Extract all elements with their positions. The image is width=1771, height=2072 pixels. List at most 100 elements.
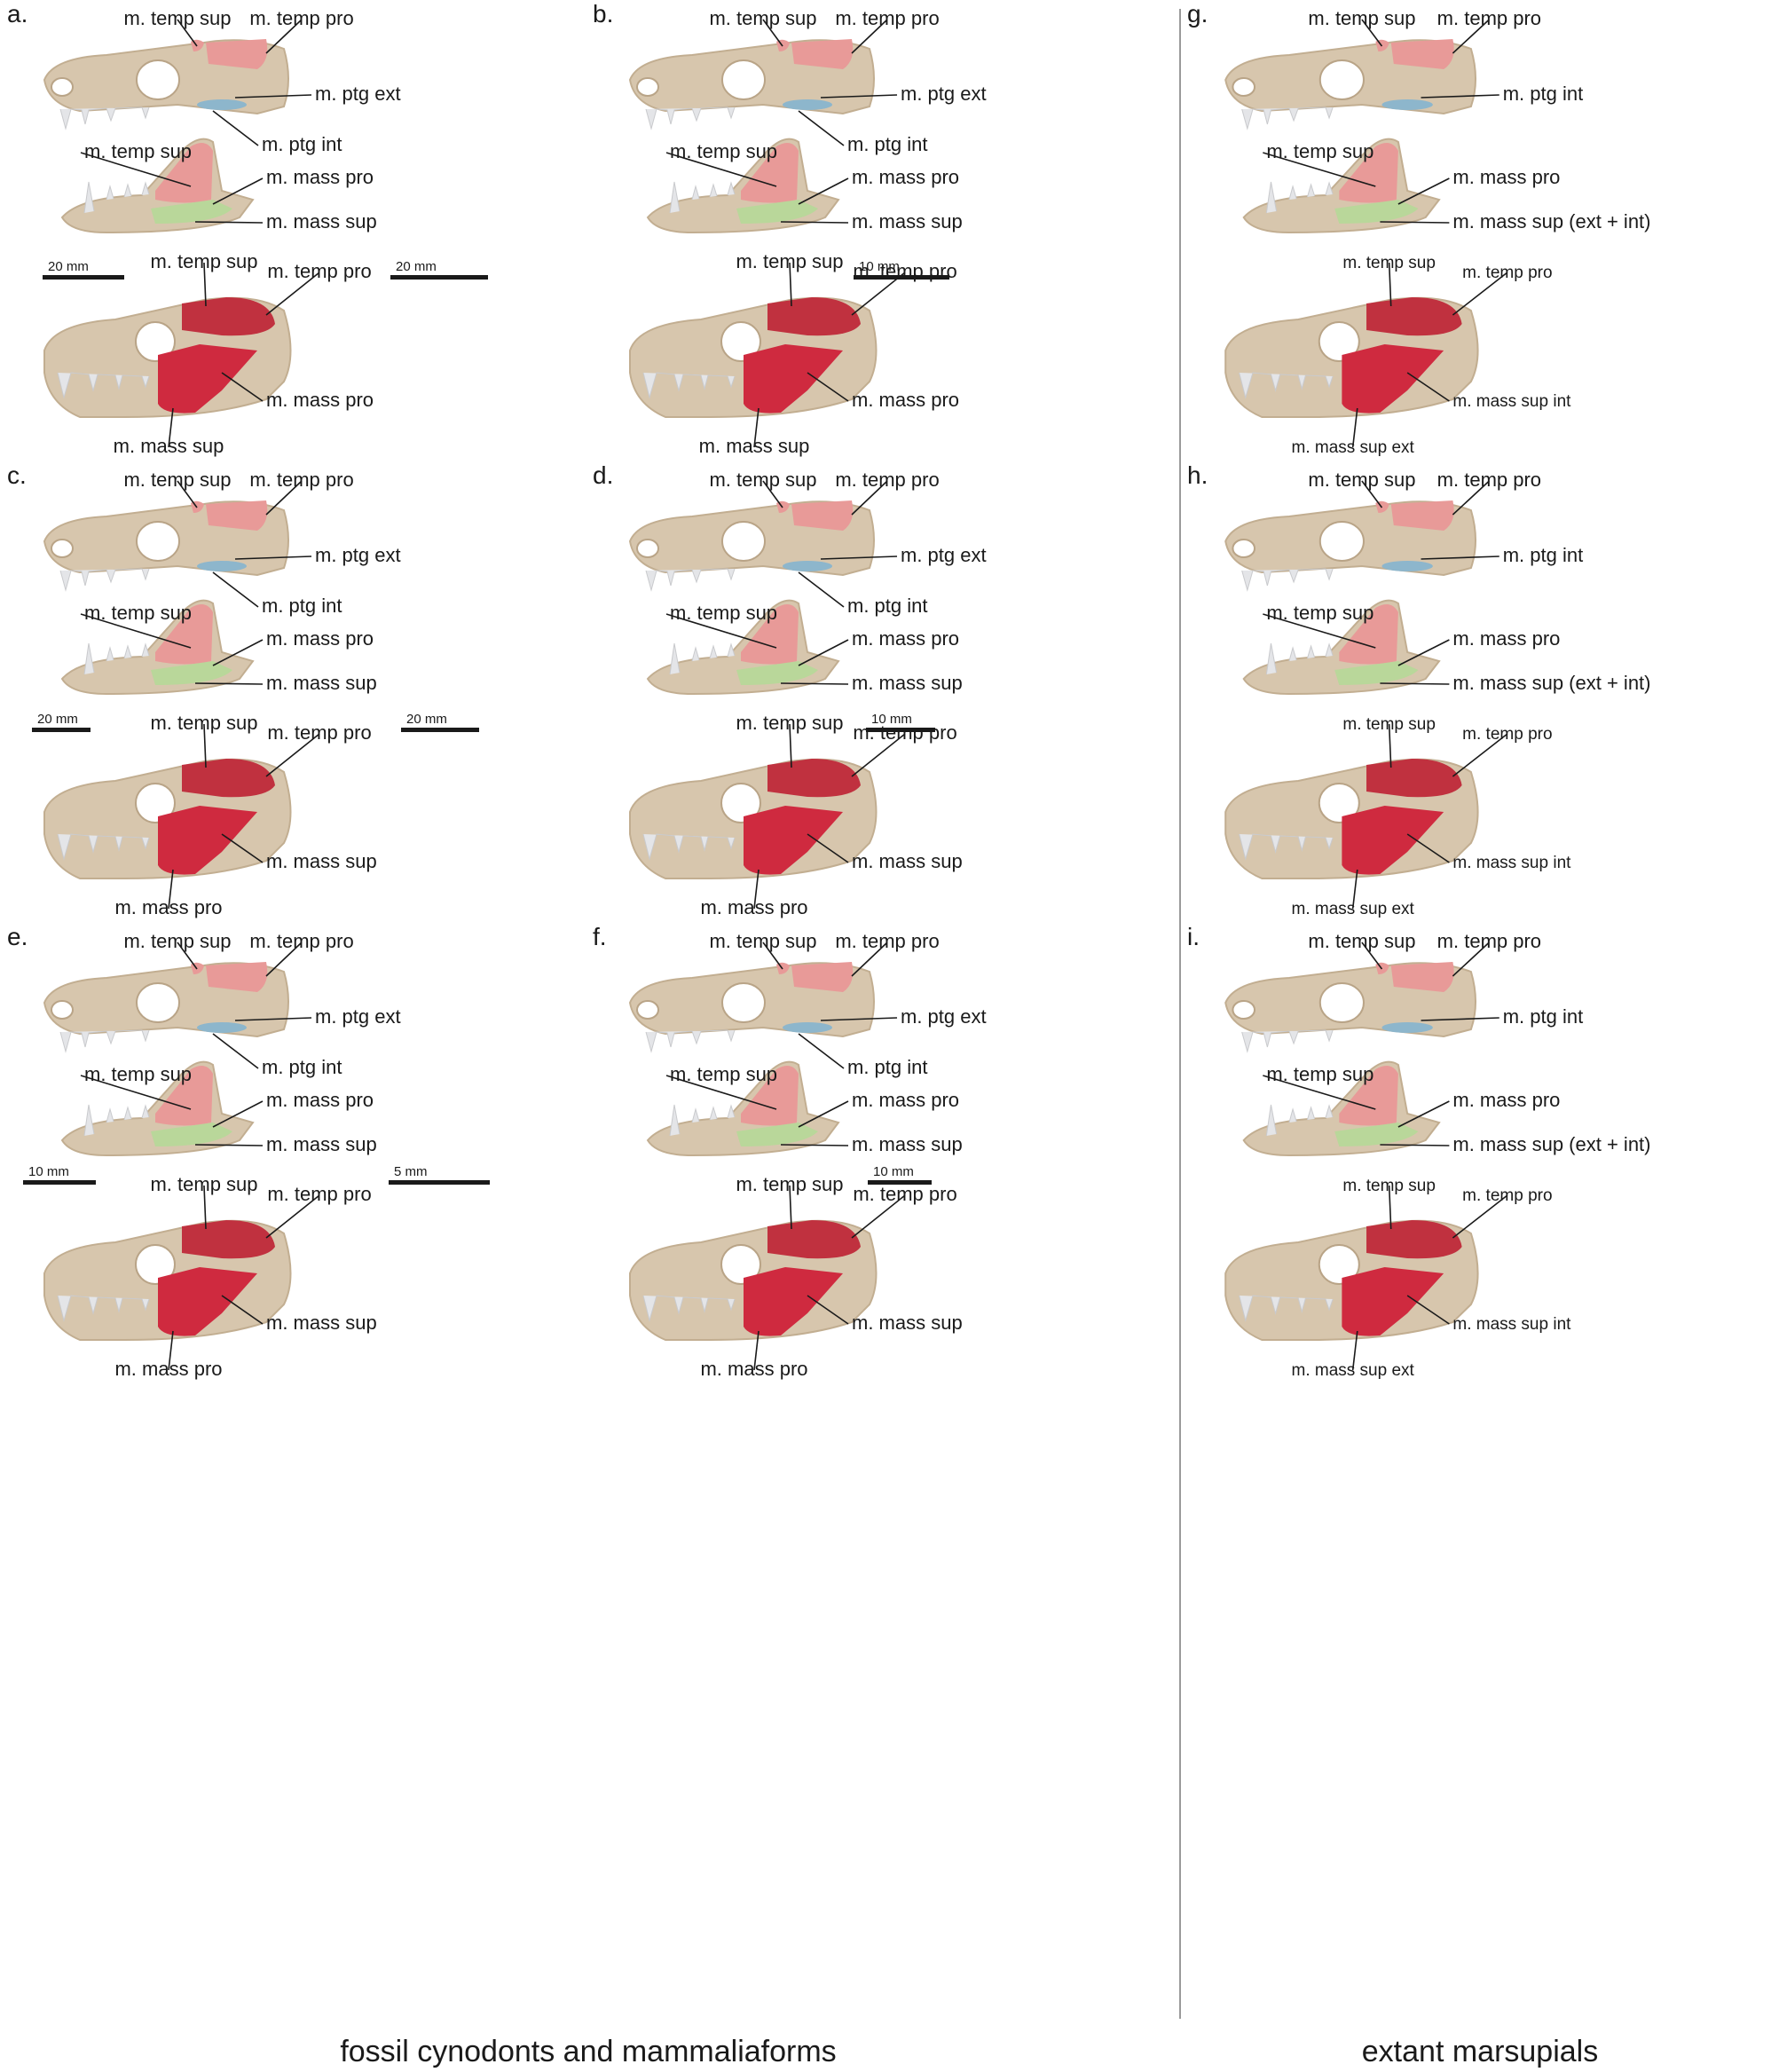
- panel-letter: c.: [7, 461, 27, 489]
- skull-bottom-label: m. mass pro: [852, 389, 959, 411]
- skull-top-leader: [1361, 480, 1383, 508]
- skull-icon: [43, 296, 292, 418]
- mandible-leader: [1397, 1100, 1450, 1128]
- mandible-label: m. mass sup (ext + int): [1452, 672, 1650, 694]
- muscle-region-icon: [151, 1123, 232, 1146]
- skull-top-leader: [820, 1017, 898, 1021]
- mandible-label: m. temp sup: [84, 1063, 192, 1085]
- mandible-label: m. mass pro: [852, 166, 959, 188]
- skull-top-leader: [1361, 941, 1383, 970]
- skull-bottom-leader: [1452, 1194, 1508, 1239]
- mandible-label: m. mass sup (ext + int): [1452, 210, 1650, 232]
- skull-icon: [628, 500, 875, 592]
- skull-bottom-label: m. temp pro: [853, 721, 956, 744]
- mandible-leader: [780, 682, 849, 685]
- muscle-region-icon: [791, 962, 854, 992]
- mandible-leader: [1263, 613, 1376, 649]
- mandible-leader: [194, 221, 264, 224]
- muscle-region-icon: [155, 1066, 213, 1126]
- scale-bar: [866, 728, 935, 732]
- mandible-label: m. temp sup: [1266, 140, 1374, 162]
- mandible-leader: [1263, 152, 1376, 187]
- skull-icon: [1224, 962, 1476, 1053]
- muscle-region-icon: [1334, 200, 1419, 224]
- skull-icon: [1224, 500, 1476, 592]
- skull-bottom-leader: [1388, 723, 1392, 768]
- mandible-leader: [1397, 639, 1450, 666]
- muscle-region-icon: [158, 806, 257, 875]
- muscle-region-icon: [767, 297, 861, 336]
- skull-top-label: m. ptg int: [847, 595, 927, 617]
- scale-label: 20 mm: [396, 259, 437, 274]
- skull-top-label: m. temp sup: [123, 7, 231, 29]
- muscle-region-icon: [155, 143, 213, 203]
- muscle-region-icon: [1390, 39, 1454, 69]
- muscle-region-icon: [197, 99, 247, 110]
- mandible-icon: [60, 138, 255, 234]
- mandible-label: m. temp sup: [670, 1063, 777, 1085]
- skull-bottom-label: m. mass pro: [700, 896, 807, 918]
- skull-bottom-leader: [789, 1185, 792, 1230]
- skull-icon: [629, 296, 878, 418]
- skull-bottom-leader: [789, 723, 792, 768]
- mandible-leader: [1263, 1075, 1376, 1110]
- skull-bottom-label: m. temp sup: [736, 712, 843, 734]
- skull-top-leader: [265, 19, 303, 54]
- mandible-icon: [1242, 599, 1441, 696]
- mandible-leader: [80, 1075, 192, 1110]
- skull-top-label: m. temp sup: [1308, 7, 1415, 29]
- skull-top-label: m. temp pro: [249, 930, 353, 952]
- skull-bottom-label: m. mass sup: [852, 1312, 963, 1334]
- mandible-icon: [60, 599, 255, 696]
- mandible-icon: [1242, 138, 1441, 234]
- panel-letter: d.: [593, 461, 613, 489]
- skull-top-label: m. ptg ext: [315, 1005, 401, 1028]
- mandible-leader: [212, 177, 264, 205]
- skull-icon: [1224, 758, 1479, 879]
- skull-top-label: m. temp sup: [709, 469, 816, 491]
- skull-top-label: m. temp sup: [1308, 930, 1415, 952]
- skull-icon: [628, 39, 875, 130]
- muscle-region-icon: [741, 1066, 799, 1126]
- mandible-leader: [80, 152, 192, 187]
- skull-icon: [629, 1219, 878, 1341]
- mandible-label: m. temp sup: [84, 602, 192, 624]
- skull-bottom-leader: [203, 1185, 207, 1230]
- skull-top-label: m. ptg int: [847, 133, 927, 155]
- scale-bar: [32, 728, 91, 732]
- mandible-leader: [212, 639, 264, 666]
- skull-top-leader: [851, 941, 888, 977]
- scale-bar: [43, 275, 124, 280]
- skull-top-leader: [177, 480, 198, 508]
- mandible-leader: [1397, 177, 1450, 205]
- skull-bottom-label: m. temp sup: [736, 250, 843, 272]
- skull-top-label: m. temp pro: [249, 469, 353, 491]
- mandible-label: m. mass pro: [1452, 166, 1560, 188]
- mandible-leader: [665, 613, 777, 649]
- skull-top-leader: [762, 480, 783, 508]
- skull-bottom-leader: [203, 262, 207, 307]
- mandible-leader: [1380, 682, 1450, 685]
- mandible-icon: [646, 599, 840, 696]
- skull-bottom-label: m. temp sup: [150, 712, 257, 734]
- skull-top-leader: [212, 110, 259, 146]
- skull-top-label: m. temp pro: [249, 7, 353, 29]
- skull-top-label: m. ptg int: [847, 1056, 927, 1078]
- muscle-region-icon: [736, 200, 818, 224]
- skull-bottom-label: m. temp sup: [150, 1173, 257, 1195]
- skull-top-leader: [265, 941, 303, 977]
- scale-label: 20 mm: [48, 259, 89, 274]
- skull-bottom-leader: [807, 833, 849, 863]
- skull-top-label: m. temp pro: [1437, 930, 1541, 952]
- scale-bar: [401, 728, 479, 732]
- skull-bottom-leader: [265, 272, 320, 316]
- caption-left: fossil cynodonts and mammaliaforms: [340, 2035, 836, 2068]
- muscle-region-icon: [206, 962, 268, 992]
